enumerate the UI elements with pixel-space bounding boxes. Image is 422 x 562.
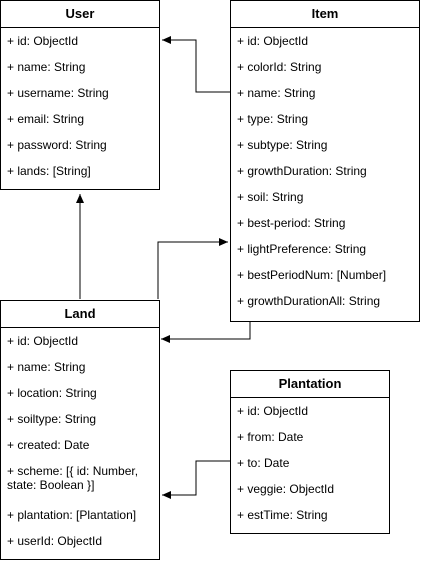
land-field-scheme: + scheme: [{ id: Number, state: Boolean … <box>7 464 139 492</box>
user-field-password: + password: String <box>7 138 107 152</box>
land-field-location: + location: String <box>7 386 97 400</box>
item-field-growthduration: + growthDuration: String <box>237 164 367 178</box>
item-field-name: + name: String <box>237 86 316 100</box>
land-entity: Land + id: ObjectId + name: String + loc… <box>0 300 160 560</box>
item-field-soil: + soil: String <box>237 190 304 204</box>
item-entity: Item + id: ObjectId + colorId: String + … <box>230 0 420 322</box>
item-field-growthdurationall: + growthDurationAll: String <box>237 294 381 308</box>
user-field-lands: + lands: [String] <box>7 164 91 178</box>
user-field-username: + username: String <box>7 86 109 100</box>
user-entity: User + id: ObjectId + name: String + use… <box>0 0 160 190</box>
land-field-plantation: + plantation: [Plantation] <box>7 508 137 522</box>
plantation-field-id: + id: ObjectId <box>237 404 309 418</box>
plantation-field-veggie: + veggie: ObjectId <box>237 482 335 496</box>
user-field-name: + name: String <box>7 60 86 74</box>
land-field-id: + id: ObjectId <box>7 334 79 348</box>
land-entity-title: Land <box>1 301 159 328</box>
land-field-soiltype: + soiltype: String <box>7 412 97 426</box>
item-field-id: + id: ObjectId <box>237 34 309 48</box>
land-to-item-lightpreference-connector <box>157 238 228 299</box>
item-field-type: + type: String <box>237 112 309 126</box>
plantation-field-to: + to: Date <box>237 456 290 470</box>
plantation-entity: Plantation + id: ObjectId + from: Date +… <box>230 370 390 534</box>
land-field-name: + name: String <box>7 360 86 374</box>
item-field-lightpreference: + lightPreference: String <box>237 242 367 256</box>
plantation-field-from: + from: Date <box>237 430 304 444</box>
plantation-entity-title: Plantation <box>231 371 389 398</box>
item-field-subtype: + subtype: String <box>237 138 328 152</box>
land-field-userid: + userId: ObjectId <box>7 534 103 548</box>
item-field-best-period: + best-period: String <box>237 216 346 230</box>
plantation-field-esttime: + estTime: String <box>237 508 328 522</box>
user-field-email: + email: String <box>7 112 85 126</box>
user-entity-title: User <box>1 1 159 28</box>
item-to-land-connector <box>161 322 251 343</box>
item-entity-title: Item <box>231 1 419 28</box>
item-field-bestperiodnum: + bestPeriodNum: [Number] <box>237 268 387 282</box>
item-name-to-user-id-connector <box>162 36 231 93</box>
land-field-created: + created: Date <box>7 438 90 452</box>
user-field-id: + id: ObjectId <box>7 34 79 48</box>
plantation-to-land-plantation-connector <box>162 460 231 499</box>
item-field-colorid: + colorId: String <box>237 60 322 74</box>
